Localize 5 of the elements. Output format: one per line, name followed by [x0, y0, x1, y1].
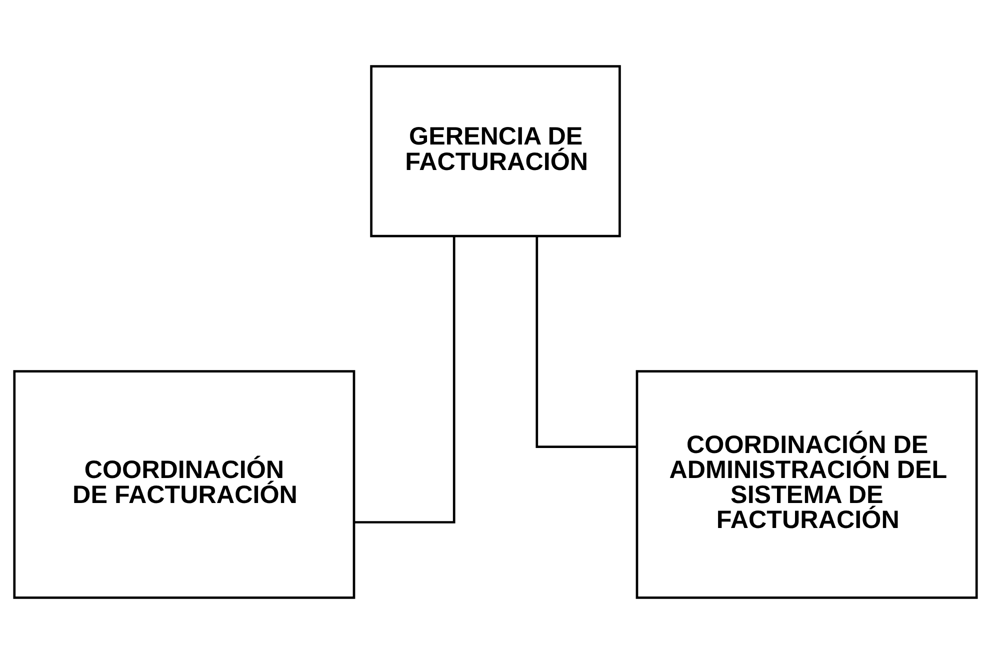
connector — [354, 236, 456, 523]
connector — [536, 236, 637, 448]
node-box: COORDINACIÓN DE ADMINISTRACIÓN DEL SISTEMA DE FACTURACIÓN — [636, 370, 978, 598]
node-box: COORDINACIÓN DE FACTURACIÓN — [13, 370, 356, 598]
node-box: GERENCIA DE FACTURACIÓN — [370, 64, 621, 237]
